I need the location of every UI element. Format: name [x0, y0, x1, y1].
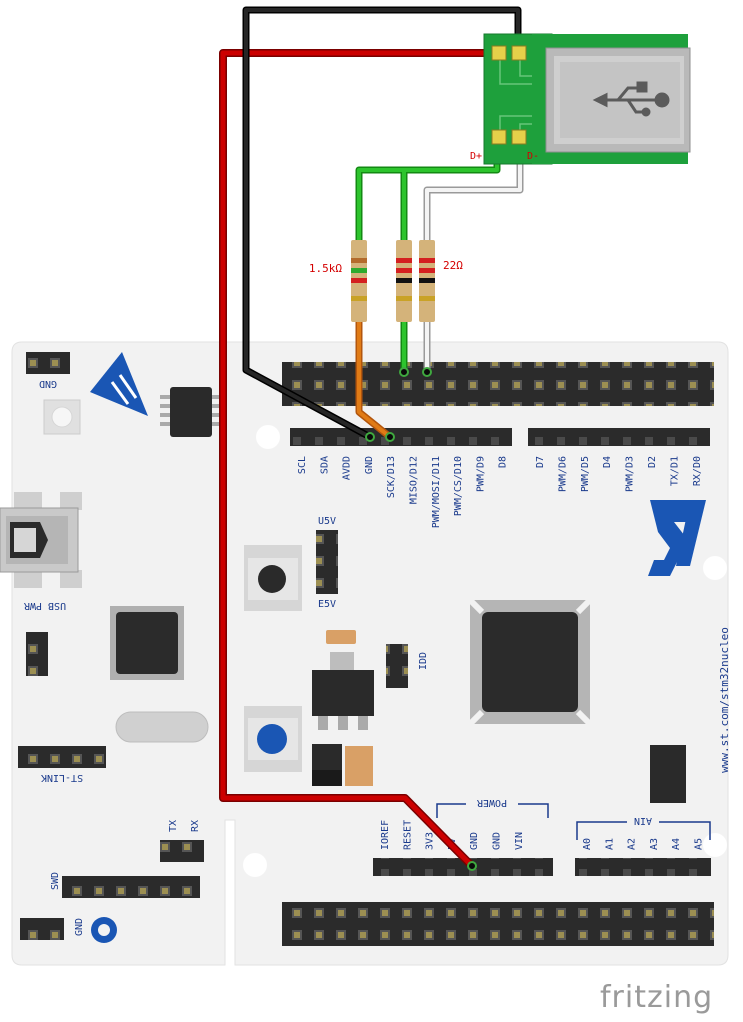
small-ic-chip — [160, 387, 222, 437]
stlink-header — [18, 746, 106, 768]
mount-hole — [243, 853, 267, 877]
resistor-22-a — [396, 240, 412, 322]
resistor-1-5k — [351, 240, 367, 322]
led-component — [43, 399, 81, 435]
user-button[interactable] — [244, 706, 302, 772]
resistor-label-1-5k: 1.5kΩ — [309, 262, 342, 275]
nucleo-gear-logo — [91, 917, 117, 943]
digital-pin-label: PWM/D3 — [625, 456, 636, 492]
nucleo-board — [11, 341, 729, 966]
analog-pin-label: A1 — [604, 838, 615, 850]
u5v-label: U5V — [318, 516, 336, 527]
analog-pin-label: A2 — [627, 838, 638, 850]
tantalum-capacitor — [345, 746, 373, 786]
digital-pin-label: SCL — [297, 456, 308, 474]
usb-symbol-icon — [592, 81, 670, 117]
analog-pin-label: A4 — [671, 838, 682, 850]
power-pin-label: VIN — [514, 832, 525, 850]
power-pin-label: GND — [492, 832, 503, 850]
morpho-header-bottom — [282, 902, 714, 946]
mount-hole — [703, 556, 727, 580]
txrx-header — [160, 840, 204, 862]
analog-pin-label: A5 — [694, 838, 705, 850]
digital-pin-label: MISO/D12 — [409, 456, 420, 504]
crystal-oscillator — [115, 711, 209, 743]
resistor-22-b — [419, 240, 435, 322]
gnd-bottom-label: GND — [74, 918, 85, 936]
voltage-regulator — [312, 652, 374, 730]
st-logo — [648, 500, 706, 576]
reset-button[interactable] — [244, 545, 302, 611]
idd-label: IDD — [418, 652, 429, 670]
rx-label: RX — [190, 820, 201, 832]
digital-pin-label: PWM/D9 — [475, 456, 486, 492]
power-pin-label: RESET — [402, 820, 413, 850]
wires — [219, 6, 524, 869]
digital-pin-label: D2 — [647, 456, 658, 468]
digital-pin-label: TX/D1 — [669, 456, 680, 486]
gnd-top-label: GND — [39, 378, 57, 389]
digital-header-right — [528, 428, 710, 446]
gnd-bottom-header — [20, 918, 64, 940]
usb-pwr-label: USB PWR — [23, 600, 66, 611]
digital-pin-label: GND — [364, 456, 375, 474]
usb-dplus-label: D+ — [470, 151, 482, 162]
smd-capacitor — [326, 630, 356, 644]
two-pin-header — [26, 632, 48, 676]
st-triangle-logo — [90, 352, 148, 416]
ain-label: AIN — [634, 815, 652, 826]
analog-pin-labels: A0 A1 A2 A3 A4 A5 — [582, 838, 705, 850]
u5v-e5v-jumper — [316, 530, 338, 594]
stlink-mcu-chip — [110, 606, 184, 680]
mount-hole — [256, 425, 280, 449]
white-wire-dminus — [423, 143, 524, 372]
board-url: www.st.com/stm32nucleo — [718, 627, 731, 773]
usb-dminus-label: D- — [527, 151, 539, 162]
digital-pin-label: AVDD — [342, 456, 353, 480]
smd-crystal-black — [650, 745, 686, 803]
main-mcu-chip — [467, 597, 593, 727]
digital-pin-labels: SCL SDA AVDD GND SCK/D13 MISO/D12 PWM/MOSI/D11… — [297, 456, 703, 528]
power-pin-label: IOREF — [380, 820, 391, 850]
st-link-label: ST-LINK — [41, 772, 83, 783]
gnd-header — [26, 352, 70, 374]
digital-pin-label: PWM/MOSI/D11 — [431, 456, 442, 528]
analog-pin-label: A0 — [582, 838, 593, 850]
e5v-label: E5V — [318, 599, 336, 610]
power-label: POWER — [476, 797, 507, 808]
digital-pin-label: PWM/D5 — [580, 456, 591, 492]
tx-label: TX — [168, 820, 179, 832]
power-pin-label: 3V3 — [425, 832, 436, 850]
swd-header — [62, 876, 200, 898]
morpho-header-top — [282, 362, 714, 406]
digital-pin-label: SDA — [319, 456, 330, 474]
analog-pin-label: A3 — [649, 838, 660, 850]
mount-hole — [703, 833, 727, 857]
swd-label: SWD — [50, 872, 61, 890]
power-pin-label: GND — [469, 832, 480, 850]
digital-pin-label: D4 — [602, 456, 613, 468]
digital-pin-label: D8 — [498, 456, 509, 468]
resistor-label-22: 22Ω — [443, 259, 463, 272]
fritzing-brand: fritzing — [600, 980, 714, 1015]
digital-pin-label: PWM/D6 — [557, 456, 568, 492]
idd-jumper — [386, 644, 408, 688]
digital-header-left — [290, 428, 512, 446]
analog-header — [575, 858, 711, 876]
mini-usb-connector — [0, 492, 82, 588]
digital-pin-label: RX/D0 — [692, 456, 703, 486]
digital-pin-label: SCK/D13 — [386, 456, 397, 498]
digital-pin-label: D7 — [535, 456, 546, 468]
digital-pin-label: PWM/CS/D10 — [453, 456, 464, 516]
power-header — [373, 858, 553, 876]
